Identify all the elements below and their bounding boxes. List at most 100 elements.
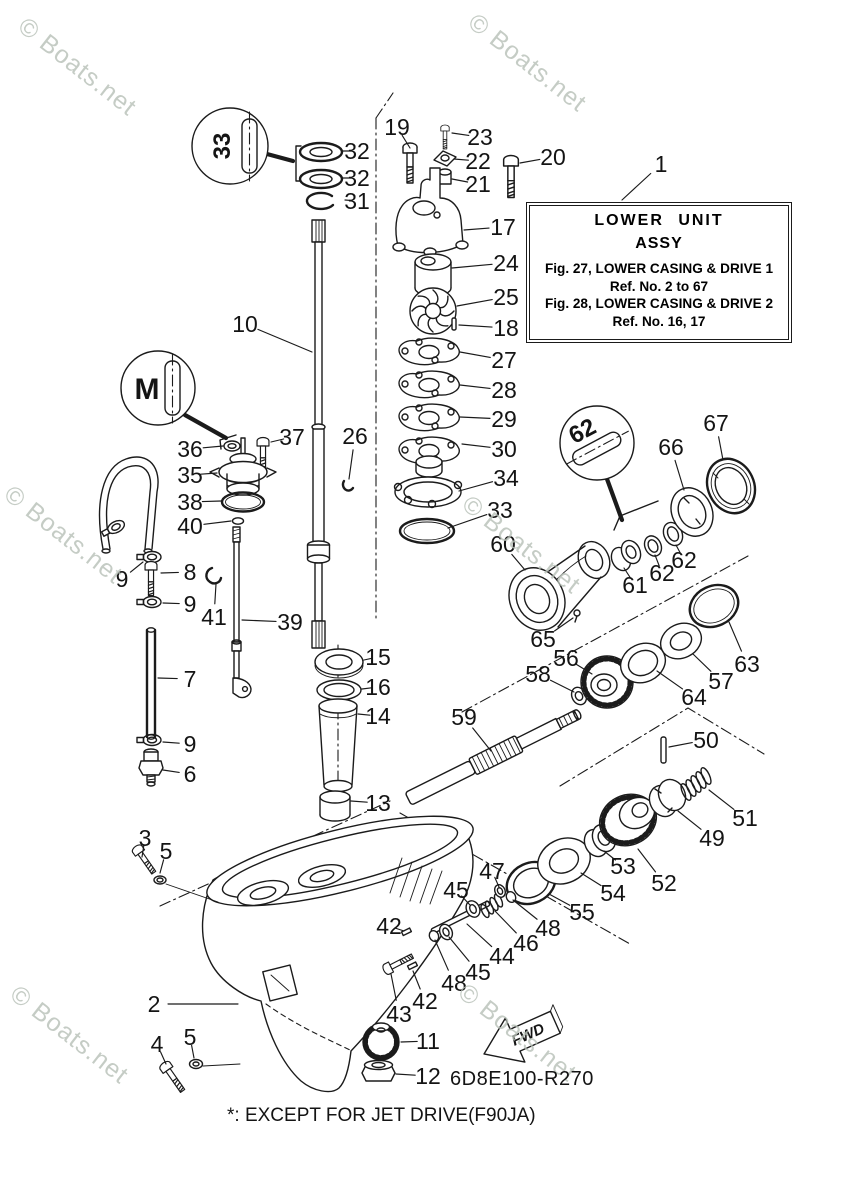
pump-base-art [209,434,355,525]
part-label-28: 28 [491,377,517,403]
leader-line-11 [400,1040,418,1043]
clip-41 [205,566,223,585]
leader-line-38 [201,500,222,503]
part-label-52: 52 [651,870,677,896]
part-label-51: 51 [732,805,758,831]
balloon-m-label: M [135,373,160,406]
shim-62a [643,535,663,557]
leader-line-13 [350,800,368,803]
leader-line-16 [361,687,373,690]
part-label-66: 66 [658,434,684,460]
leader-line-43 [390,973,397,1001]
leader-line-51 [708,789,735,810]
leader-line-50 [668,742,693,748]
leader-line-12 [395,1073,416,1076]
leader-line-18 [458,324,493,328]
leader-line-4 [160,1051,167,1065]
leader-line-17 [463,227,490,231]
shift-parts-art [380,884,517,977]
part-label-15: 15 [365,644,391,670]
part-label-29: 29 [491,406,517,432]
leader-line-62 [654,554,660,567]
leader-line-3 [141,845,145,858]
leader-line-44 [466,923,493,948]
washer-5b [188,1058,204,1070]
leader-line-36 [202,445,224,449]
o-ring-63 [688,583,740,629]
part-label-63: 63 [734,651,760,677]
part-label-39: 39 [277,609,303,635]
part-label-3: 3 [139,825,152,851]
leader-line-57 [692,653,712,672]
leader-line-63 [728,621,743,652]
leader-line-40 [203,520,232,525]
leader-line-42 [412,970,421,990]
info-box-title: LOWER UNIT [594,212,724,229]
part-label-31: 31 [344,188,370,214]
leader-line-67 [718,436,724,461]
part-label-65: 65 [530,626,556,652]
collar-45b [438,923,454,941]
prop-shaft-59 [405,760,476,805]
part-label-53: 53 [610,853,636,879]
leader-line-15 [363,657,373,661]
pump-housing-17 [395,167,464,254]
bolt-8 [144,560,158,597]
leader-line-48 [512,899,538,920]
part-label-23: 23 [467,124,493,150]
washer-36 [223,440,241,452]
part-label-56: 56 [553,645,579,671]
info-box-ref-line: Ref. No. 2 to 67 [609,278,709,294]
part-label-32: 32 [344,138,370,164]
washer-22 [433,150,457,167]
pump-plate-29 [398,403,461,432]
part-label-25: 25 [493,284,519,310]
leader-line-45 [448,936,470,962]
pinion-art [361,1022,400,1082]
leader-line-14 [357,713,371,716]
leader-line-33 [447,514,488,529]
part-label-9: 9 [184,591,197,617]
leader-line-10 [257,328,313,353]
balloon-33-label: 33 [209,133,236,160]
pump-cup-24 [414,253,452,271]
part-label-45: 45 [465,959,491,985]
part-label-47: 47 [479,858,505,884]
bearing-57 [659,622,703,660]
leader-line-46 [494,910,517,934]
part-label-10: 10 [232,311,258,337]
part-label-24: 24 [493,250,519,276]
leader-line-65 [553,617,574,632]
part-label-46: 46 [513,930,539,956]
leader-line-19 [401,134,411,149]
leader-line-59 [472,727,492,752]
part-label-4: 4 [151,1031,164,1057]
leader-line-28 [459,384,491,389]
o-ring-33 [398,517,456,545]
part-label-5: 5 [184,1024,197,1050]
bushing-13 [319,790,351,804]
leader-line-54 [580,872,602,887]
part-label-67: 67 [703,410,729,436]
leader-line-23 [451,132,470,136]
assembly-info-box: LOWER UNIT ASSY Fig. 27, LOWER CASING & … [526,202,792,343]
leader-line-39 [241,619,277,622]
part-label-8: 8 [184,559,197,585]
part-label-6: 6 [184,761,197,787]
clamp-9d [136,733,162,747]
bolt-4 [157,1059,189,1095]
part-label-13: 13 [365,790,391,816]
part-label-41: 41 [201,604,227,630]
part-label-12: 12 [415,1063,441,1089]
leader-line-9 [129,561,144,573]
leader-line-9 [162,602,180,605]
part-label-19: 19 [384,114,410,140]
screw-23 [440,124,450,150]
clamp-9a [99,517,128,540]
part-label-20: 20 [540,144,566,170]
leader-line-35 [200,472,218,475]
leader-line-64 [656,670,684,690]
part-label-37: 37 [279,424,305,450]
